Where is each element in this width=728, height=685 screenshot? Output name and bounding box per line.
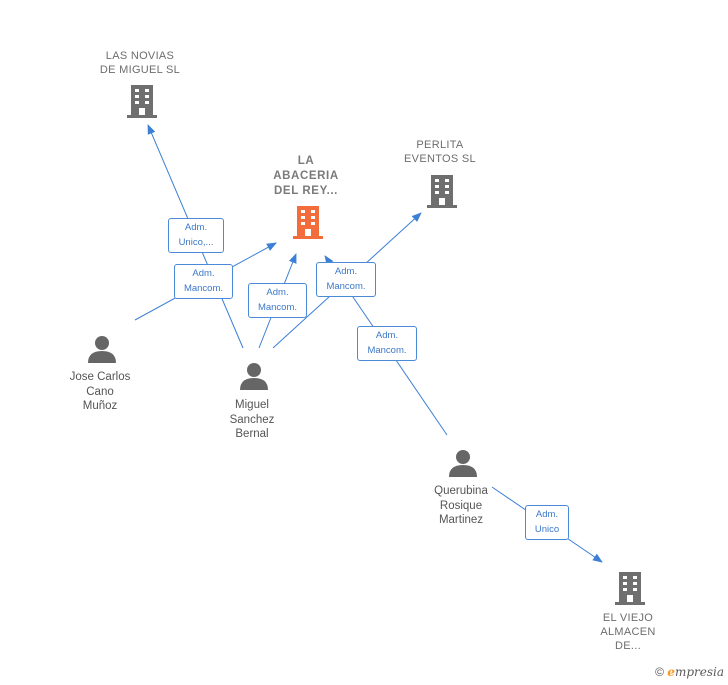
person-icon[interactable] (449, 450, 477, 477)
building-icon[interactable] (615, 572, 645, 605)
empresia-logo-icon: e (667, 665, 675, 679)
person-label-jose-carlos[interactable]: Jose Carlos Cano Muñoz (69, 371, 131, 412)
role-badge-miguel-las-novias[interactable]: Adm. Unico,... (168, 218, 224, 253)
role-badge-jose-abaceria[interactable]: Adm. Mancom. (174, 264, 233, 299)
role-badge-miguel-abaceria[interactable]: Adm. Mancom. (248, 283, 307, 318)
person-icon[interactable] (88, 336, 116, 363)
person-label-miguel[interactable]: Miguel Sanchez Bernal (229, 399, 275, 440)
person-icon[interactable] (240, 363, 268, 390)
brand-name: mpresia (674, 665, 724, 679)
company-label-viejo-almacen[interactable]: EL VIEJO ALMACEN DE... (600, 612, 656, 652)
footer-brand: © empresia (655, 665, 724, 679)
company-label-las-novias[interactable]: LAS NOVIAS DE MIGUEL SL (99, 50, 181, 76)
role-badge-miguel-perlita[interactable]: Adm. Mancom. (316, 262, 376, 297)
company-label-perlita[interactable]: PERLITA EVENTOS SL (404, 139, 476, 165)
building-icon[interactable] (427, 175, 457, 208)
company-label-abaceria[interactable]: LA ABACERIA DEL REY... (273, 155, 339, 197)
person-label-querubina[interactable]: Querubina Rosique Martinez (434, 485, 488, 526)
building-icon[interactable] (293, 206, 323, 239)
building-icon[interactable] (127, 85, 157, 119)
copyright-icon: © (655, 665, 664, 679)
role-badge-querubina-viejo-almacen[interactable]: Adm. Unico (525, 505, 569, 540)
role-badge-querubina-abaceria[interactable]: Adm. Mancom. (357, 326, 417, 361)
